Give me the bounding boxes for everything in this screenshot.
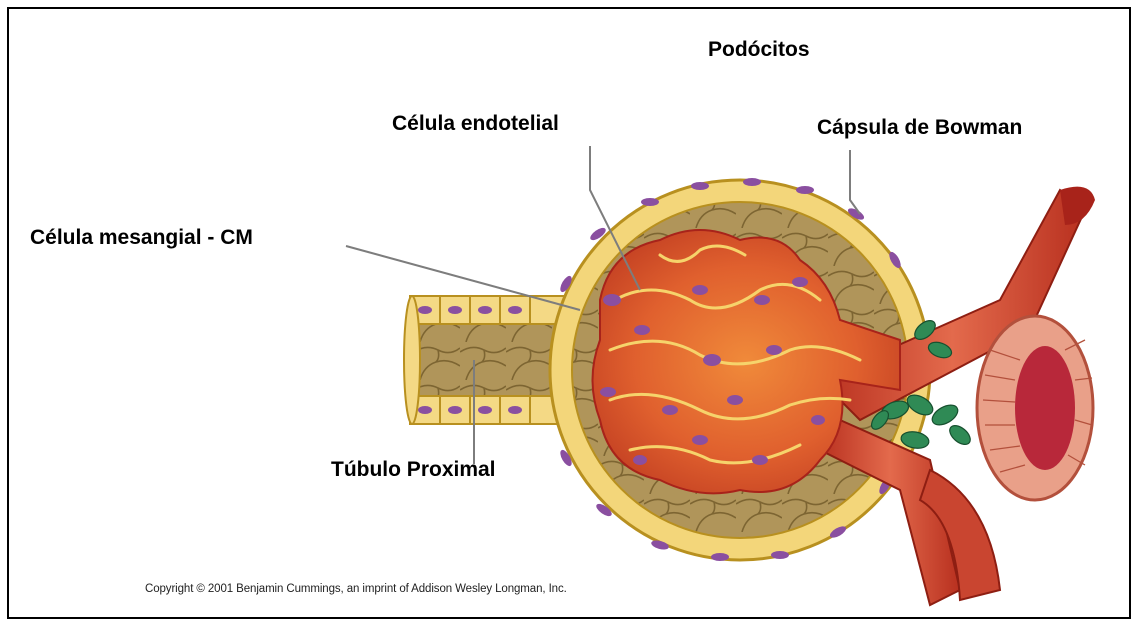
distal-tubule (977, 316, 1093, 500)
label-celula-endotelial: Célula endotelial (392, 112, 559, 136)
label-tubulo-proximal: Túbulo Proximal (331, 458, 496, 482)
label-capsula-de-bowman: Cápsula de Bowman (817, 116, 1022, 140)
label-celula-mesangial: Célula mesangial - CM (30, 226, 253, 250)
label-podocitos: Podócitos (708, 38, 810, 62)
copyright-notice: Copyright © 2001 Benjamin Cummings, an i… (145, 583, 567, 595)
